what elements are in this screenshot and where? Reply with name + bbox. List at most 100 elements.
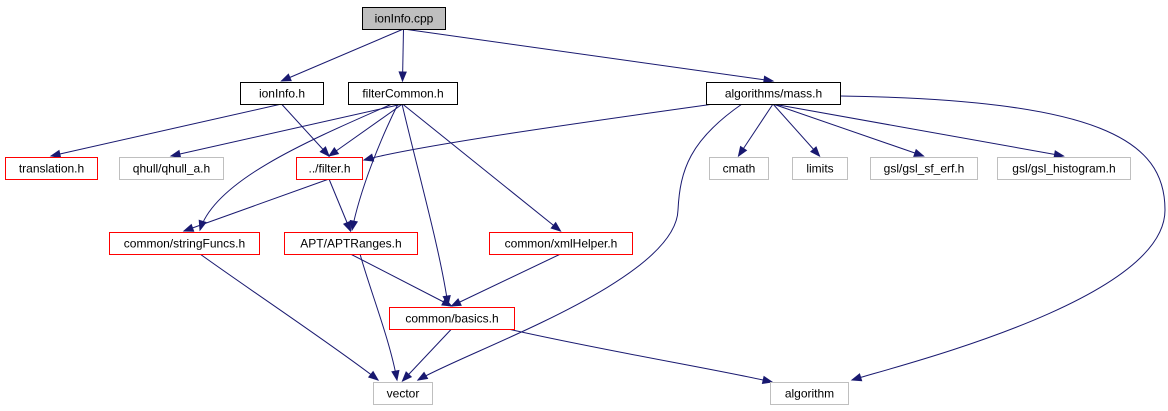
edge-filterCommon_h-to-filter_h [327, 103, 403, 157]
edge-line [183, 178, 330, 232]
node-label: cmath [723, 162, 756, 176]
edge-ionInfo_cpp-to-ionInfo_h [280, 28, 404, 82]
arrowhead-icon [49, 149, 62, 159]
node-label: common/stringFuncs.h [124, 237, 245, 251]
edge-ionInfo_h-to-translation_h [49, 103, 282, 159]
node-xmlHelper-h[interactable]: common/xmlHelper.h [489, 232, 633, 255]
node-box [997, 157, 1131, 180]
arrowhead-icon [450, 298, 462, 307]
edge-mass_h-to-algorithm [839, 95, 1166, 382]
arrowhead-icon [182, 223, 195, 232]
node-ionInfo-cpp[interactable]: ionInfo.cpp [362, 7, 446, 30]
node-box [296, 157, 363, 180]
node-box [706, 82, 841, 105]
node-box [870, 157, 978, 180]
arrowhead-icon [391, 369, 400, 382]
edges-layer [49, 28, 1166, 384]
node-box [709, 157, 769, 180]
arrowhead-icon [850, 373, 863, 382]
edge-xmlHelper_h-to-basics_h [450, 253, 561, 307]
edge-line [451, 253, 561, 307]
node-limits: limits [792, 157, 848, 180]
arrowhead-icon [362, 153, 375, 162]
edge-line [402, 328, 452, 382]
node-box [770, 382, 849, 405]
node-label: ionInfo.h [259, 87, 305, 101]
node-APTRanges-h[interactable]: APT/APTRanges.h [284, 232, 418, 255]
node-basics-h[interactable]: common/basics.h [389, 307, 515, 330]
node-mass-h[interactable]: algorithms/mass.h [706, 82, 841, 105]
edge-mass_h-to-vector [416, 103, 743, 381]
arrowhead-icon [280, 73, 292, 82]
node-vector: vector [373, 382, 433, 405]
node-box [240, 82, 324, 105]
arrowhead-icon [416, 371, 429, 381]
edge-basics_h-to-vector [401, 328, 452, 383]
edge-line [772, 103, 820, 157]
arrowhead-icon [550, 221, 562, 232]
node-box [792, 157, 848, 180]
node-label: gsl/gsl_histogram.h [1012, 162, 1115, 176]
edge-ionInfo_h-to-filter_h [281, 103, 330, 158]
node-box [5, 157, 98, 180]
arrowhead-icon [169, 149, 182, 159]
edge-APTRanges_h-to-vector [359, 253, 400, 382]
edge-filterCommon_h-to-stringFuncs_h [198, 103, 393, 232]
edge-line [363, 103, 715, 161]
node-stringFuncs-h[interactable]: common/stringFuncs.h [109, 232, 260, 255]
node-qhull-a-h: qhull/qhull_a.h [119, 157, 224, 180]
node-box [109, 232, 260, 255]
edge-line [281, 28, 404, 82]
edge-line [507, 328, 773, 383]
arrowhead-icon [401, 371, 413, 383]
arrowhead-icon [398, 71, 407, 83]
node-label: gsl/gsl_sf_erf.h [884, 162, 965, 176]
node-ionInfo-h[interactable]: ionInfo.h [240, 82, 324, 105]
node-label: common/xmlHelper.h [505, 237, 618, 251]
edge-line [170, 103, 403, 157]
edge-line [401, 103, 449, 306]
arrowhead-icon [342, 220, 352, 233]
edge-APTRanges_h-to-basics_h [350, 253, 453, 307]
edge-line [417, 103, 743, 381]
node-label: ../filter.h [308, 162, 350, 176]
edge-line [403, 28, 774, 82]
arrowhead-icon [1053, 150, 1065, 159]
edge-mass_h-to-cmath [737, 103, 774, 158]
node-translation-h[interactable]: translation.h [5, 157, 98, 180]
edge-filterCommon_h-to-APTRanges_h [349, 103, 399, 232]
node-filterCommon-h[interactable]: filterCommon.h [348, 82, 458, 105]
edge-stringFuncs_h-to-vector [199, 253, 380, 381]
node-box [389, 307, 515, 330]
arrowhead-icon [327, 147, 340, 157]
edge-ionInfo_cpp-to-mass_h [403, 28, 775, 84]
node-label: qhull/qhull_a.h [133, 162, 210, 176]
node-label: common/basics.h [405, 312, 498, 326]
edge-filterCommon_h-to-basics_h [401, 103, 451, 307]
arrowhead-icon [810, 146, 821, 158]
node-label: limits [806, 162, 833, 176]
arrowhead-icon [349, 219, 359, 232]
edge-mass_h-to-limits [772, 103, 821, 158]
node-label: ionInfo.cpp [375, 12, 434, 26]
edge-mass_h-to-gsl_sf_erf_h [772, 103, 925, 157]
edge-filter_h-to-stringFuncs_h [182, 178, 330, 232]
edge-filterCommon_h-to-xmlHelper_h [402, 103, 562, 232]
arrowhead-icon [441, 297, 453, 307]
edge-line [350, 253, 452, 307]
node-box [373, 382, 433, 405]
node-filter-h[interactable]: ../filter.h [296, 157, 363, 180]
edge-line [281, 103, 330, 157]
edge-filter_h-to-APTRanges_h [328, 178, 352, 233]
edge-filterCommon_h-to-qhull_a_h [169, 103, 403, 159]
edge-line [50, 103, 282, 157]
edge-mass_h-to-gsl_histogram_h [772, 103, 1065, 159]
arrowhead-icon [913, 148, 925, 157]
edge-line [772, 103, 1064, 157]
edge-line [328, 103, 403, 157]
node-box [284, 232, 418, 255]
node-algorithm: algorithm [770, 382, 849, 405]
arrowhead-icon [761, 375, 774, 384]
node-label: APT/APTRanges.h [300, 237, 401, 251]
